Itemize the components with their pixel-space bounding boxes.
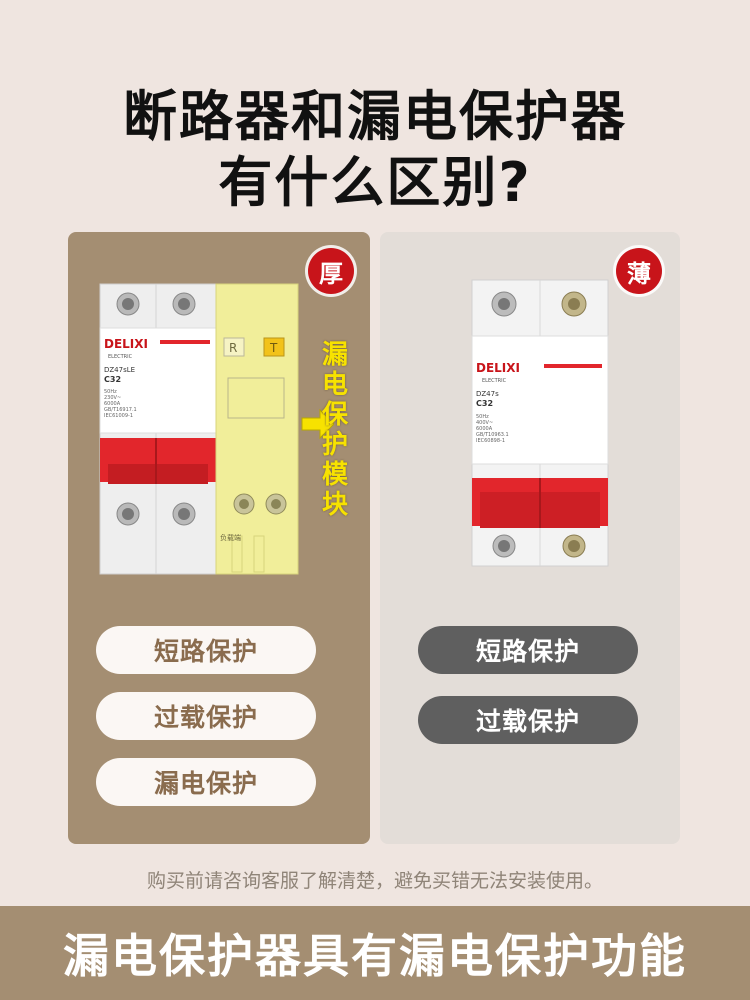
panel-leakage-breaker: 厚 DELIXI ELECTRIC DZ47sLE C32 50Hz 230V~… [68,232,370,844]
module-button-r: R [229,341,237,355]
panel-circuit-breaker: 薄 DELIXI ELECTRIC DZ47s C32 50Hz 400V~ 6… [380,232,680,844]
left-spec-2: 6000A [104,401,121,407]
bottom-banner-text: 漏电保护器具有漏电保护功能 [63,929,687,983]
right-spec-4: IEC60898-1 [476,438,505,444]
bottom-banner: 漏电保护器具有漏电保护功能 [0,906,750,1000]
badge-thick: 厚 [308,248,354,294]
right-spec-0: 50Hz [476,414,489,420]
purchase-note: 购买前请咨询客服了解清楚，避免买错无法安装使用。 [146,870,603,892]
leakage-breaker-image: DELIXI ELECTRIC DZ47sLE C32 50Hz 230V~ 6… [99,283,334,575]
feature-leakage-left: 漏电保护 [96,758,316,806]
right-brand: DELIXI [476,361,520,375]
circuit-breaker-image: DELIXI ELECTRIC DZ47s C32 50Hz 400V~ 600… [471,279,609,567]
right-spec-2: 6000A [476,426,493,432]
left-brand: DELIXI [104,337,148,351]
feature-overload-left: 过载保护 [96,692,316,740]
right-spec-3: GB/T10963.1 [476,432,509,438]
left-model: DZ47sLE [104,366,135,374]
page-title-line-1: 断路器和漏电保护器 [123,85,627,148]
leakage-module-label: 漏电保护模块 [321,340,348,520]
left-spec-0: 50Hz [104,389,117,395]
page-title-line-2: 有什么区别? [218,151,532,214]
right-rating: C32 [476,399,493,408]
feature-short-circuit-right: 短路保护 [418,626,638,674]
left-rating: C32 [104,375,121,384]
right-brand-sub: ELECTRIC [482,378,507,384]
module-button-t: T [269,341,278,355]
right-model: DZ47s [476,390,499,398]
left-spec-3: GB/T16917.1 [104,407,137,413]
badge-thin: 薄 [616,248,662,294]
left-spec-1: 230V~ [104,395,121,401]
feature-overload-right: 过载保护 [418,696,638,744]
load-label: 负载端 [220,533,241,542]
left-brand-sub: ELECTRIC [108,354,133,360]
left-spec-4: IEC61009-1 [104,413,133,419]
right-spec-1: 400V~ [476,420,493,426]
feature-short-circuit-left: 短路保护 [96,626,316,674]
